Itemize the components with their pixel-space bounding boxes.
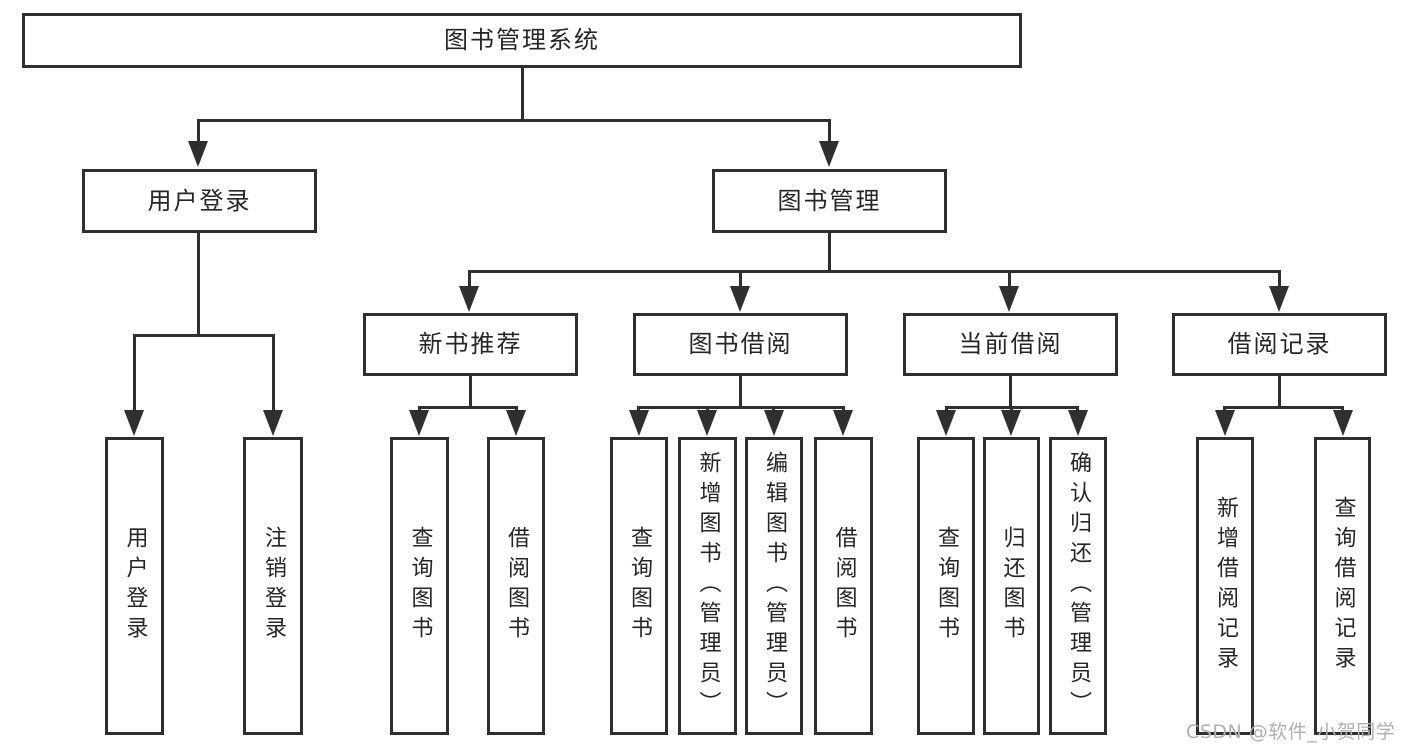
edge-drop-logout-leaf <box>272 335 275 415</box>
node-edit-books-admin: 编辑图书（管理员） <box>745 437 803 735</box>
edge-root-stem <box>521 66 524 121</box>
edge-book-management-stem <box>828 232 831 273</box>
node-query-borrow-record-label: 查询借阅记录 <box>1330 496 1356 676</box>
node-add-borrow-record-label: 新增借阅记录 <box>1213 496 1238 676</box>
edge-drop-login-leaf <box>133 335 136 415</box>
node-new-book-recommend: 新书推荐 <box>363 313 578 376</box>
node-user-login: 用户登录 <box>82 169 317 233</box>
arrow-to-borrow-records <box>1269 286 1289 312</box>
node-confirm-return-admin-label: 确认归还（管理员） <box>1066 451 1091 721</box>
node-book-management: 图书管理 <box>712 169 947 233</box>
edge-drop-user-login <box>197 119 200 149</box>
edge-current-borrow-stem <box>1009 374 1012 409</box>
edge-book-borrow-stem <box>739 374 742 409</box>
arrow-g2-2 <box>506 410 526 436</box>
node-logout-leaf: 注销登录 <box>243 437 303 735</box>
node-book-management-label: 图书管理 <box>777 186 882 215</box>
node-current-borrowing: 当前借阅 <box>903 313 1118 376</box>
edge-borrow-records-bar <box>1223 406 1344 409</box>
node-logout-leaf-label: 注销登录 <box>261 526 286 646</box>
node-user-login-leaf: 用户登录 <box>105 437 164 735</box>
arrow-g3-2 <box>697 410 717 436</box>
arrow-g4-2 <box>1001 410 1021 436</box>
edge-new-book-stem <box>469 374 472 409</box>
arrow-g4-3 <box>1068 410 1088 436</box>
edge-book-borrow-bar <box>637 406 845 409</box>
arrow-to-login-leaf <box>124 410 144 436</box>
node-add-books-admin-label: 新增图书（管理员） <box>695 451 721 721</box>
node-borrow-books-1: 借阅图书 <box>487 437 545 735</box>
edge-user-login-stem <box>197 232 200 336</box>
edge-drop-borrow-records <box>1278 270 1281 290</box>
edge-user-login-bar <box>133 334 275 337</box>
node-book-borrowing-label: 图书借阅 <box>688 330 793 359</box>
arrow-g3-4 <box>833 410 853 436</box>
node-new-book-recommend-label: 新书推荐 <box>418 330 523 359</box>
node-query-books-2: 查询图书 <box>610 437 668 735</box>
node-borrow-records: 借阅记录 <box>1172 313 1387 376</box>
node-query-books-2-label: 查询图书 <box>627 526 652 646</box>
node-current-borrowing-label: 当前借阅 <box>958 330 1063 359</box>
edge-drop-book-borrow <box>739 270 742 290</box>
node-edit-books-admin-label: 编辑图书（管理员） <box>762 451 787 721</box>
arrow-to-current-borrow <box>999 286 1019 312</box>
node-library-system-label: 图书管理系统 <box>444 26 600 55</box>
arrow-g5-1 <box>1215 410 1235 436</box>
arrow-g4-1 <box>936 410 956 436</box>
node-query-books-1-label: 查询图书 <box>407 526 433 646</box>
arrow-to-book-borrow <box>730 286 750 312</box>
node-return-books: 归还图书 <box>983 437 1040 735</box>
edge-new-book-bar <box>418 406 518 409</box>
node-query-borrow-record: 查询借阅记录 <box>1314 437 1371 735</box>
node-query-books-3-label: 查询图书 <box>934 526 959 646</box>
csdn-watermark: CSDN @软件_小贺同学 <box>1186 721 1396 743</box>
arrow-to-new-book <box>459 286 479 312</box>
node-borrow-books-2-label: 借阅图书 <box>831 526 857 646</box>
node-confirm-return-admin: 确认归还（管理员） <box>1049 437 1107 735</box>
node-user-login-label: 用户登录 <box>147 186 252 215</box>
edge-drop-current-borrow <box>1008 270 1011 290</box>
node-book-borrowing: 图书借阅 <box>633 313 848 376</box>
arrow-to-book-management <box>819 141 839 167</box>
node-query-books-3: 查询图书 <box>917 437 975 735</box>
arrow-to-user-login <box>188 141 208 167</box>
edge-level3-bar <box>468 270 1281 273</box>
edge-borrow-records-stem <box>1278 374 1281 409</box>
node-add-borrow-record: 新增借阅记录 <box>1196 437 1254 735</box>
edge-drop-book-management <box>828 119 831 149</box>
arrow-to-logout-leaf <box>263 410 283 436</box>
node-user-login-leaf-label: 用户登录 <box>122 526 148 646</box>
node-library-system: 图书管理系统 <box>22 13 1022 68</box>
node-borrow-books-2: 借阅图书 <box>814 437 873 735</box>
arrow-g5-2 <box>1333 410 1353 436</box>
node-borrow-books-1-label: 借阅图书 <box>504 526 529 646</box>
node-add-books-admin: 新增图书（管理员） <box>678 437 737 735</box>
arrow-g3-1 <box>629 410 649 436</box>
arrow-g2-1 <box>409 410 429 436</box>
edge-level2-bar <box>197 119 831 122</box>
arrow-g3-3 <box>764 410 784 436</box>
node-borrow-records-label: 借阅记录 <box>1227 330 1332 359</box>
node-return-books-label: 归还图书 <box>999 526 1025 646</box>
node-query-books-1: 查询图书 <box>390 437 449 735</box>
edge-drop-new-book <box>468 270 471 290</box>
